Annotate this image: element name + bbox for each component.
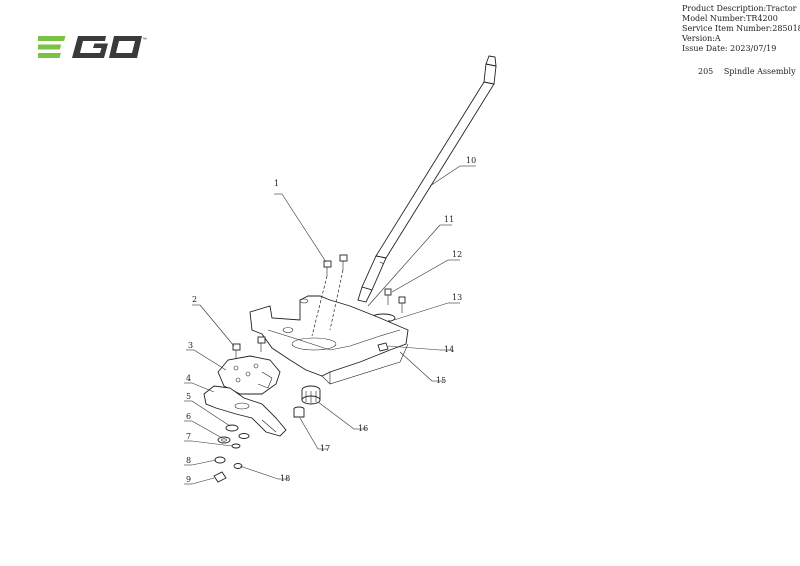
- service-item-number: Service Item Number:2850186001S01: [682, 24, 800, 33]
- callout-9: 9: [186, 475, 191, 484]
- pinion-gear: [301, 385, 321, 405]
- callout-16: 16: [358, 424, 368, 433]
- section-heading: 205 Spindle Assembly: [698, 67, 800, 76]
- callout-10: 10: [466, 156, 476, 165]
- callout-11: 11: [444, 215, 454, 224]
- section-number: 205: [698, 67, 714, 76]
- callout-18: 18: [280, 474, 290, 483]
- document-info: Product Description:Tractor Model Number…: [682, 4, 800, 54]
- callout-12: 12: [452, 250, 462, 259]
- callout-2: 2: [192, 295, 197, 304]
- steering-shaft: [357, 55, 497, 303]
- issue-date: Issue Date: 2023/07/19: [682, 44, 777, 53]
- bolts-top: [311, 254, 348, 337]
- callout-8: 8: [186, 456, 191, 465]
- callout-7: 7: [186, 432, 191, 441]
- spindle-arm: [203, 385, 287, 437]
- callout-14: 14: [444, 345, 454, 354]
- callout-1: 1: [274, 179, 279, 188]
- product-description: Product Description:Tractor: [682, 4, 797, 13]
- callout-13: 13: [452, 293, 462, 302]
- callout-6: 6: [186, 412, 191, 421]
- main-bracket: [249, 295, 409, 385]
- callout-17: 17: [320, 444, 330, 453]
- small-bolts: [384, 288, 406, 313]
- callout-15: 15: [436, 376, 446, 385]
- model-number: Model Number:TR4200: [682, 14, 778, 23]
- ego-logo: ™: [38, 36, 147, 58]
- hardware-stack: [213, 424, 250, 483]
- trademark-mark: ™: [142, 37, 147, 43]
- clip: [377, 342, 389, 352]
- spacer: [293, 406, 305, 418]
- leader-lines: [184, 165, 476, 485]
- callout-5: 5: [186, 392, 191, 401]
- version: Version:A: [682, 34, 721, 43]
- bolts-left: [232, 336, 266, 358]
- callout-3: 3: [188, 341, 193, 350]
- callout-4: 4: [186, 374, 191, 383]
- section-title: Spindle Assembly: [723, 67, 796, 76]
